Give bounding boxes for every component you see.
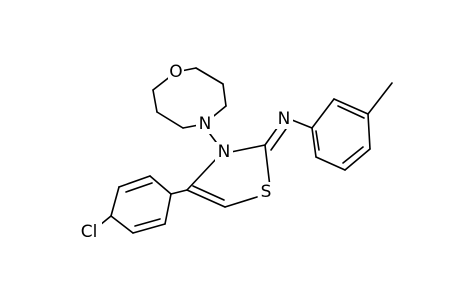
bond [224, 196, 258, 208]
bond [270, 128, 287, 151]
bond [230, 144, 266, 153]
bond [110, 186, 120, 217]
bond [186, 157, 218, 191]
thiazoline-ring [186, 144, 271, 208]
bond [315, 130, 320, 151]
tolyl-ring [311, 98, 371, 171]
bond [156, 111, 184, 129]
bond [342, 146, 364, 164]
oxygen-label: O [169, 62, 182, 82]
bond [186, 189, 226, 208]
bond [118, 175, 151, 188]
bond [134, 218, 161, 227]
bond [367, 113, 371, 150]
bond [367, 82, 393, 115]
bond [291, 119, 313, 129]
bond [311, 127, 317, 158]
bond [222, 83, 227, 107]
bond [344, 148, 371, 171]
sulfur-label: S [261, 182, 272, 202]
bond [315, 156, 346, 171]
morpholine-nitrogen-label: N [199, 114, 212, 134]
bond [132, 223, 166, 234]
bond [195, 67, 224, 85]
imine-nitrogen-label: N [278, 109, 291, 129]
bond [152, 89, 158, 113]
chlorophenyl-ring [110, 175, 172, 234]
bond [337, 105, 365, 119]
bond [264, 144, 271, 188]
chlorine-label: Cl [81, 222, 98, 242]
bond [125, 182, 153, 193]
bond [333, 98, 369, 115]
morpholine-ring [152, 67, 227, 129]
atom-labels: O N N S N Cl [76, 62, 293, 242]
bond [311, 98, 335, 129]
bond [192, 185, 225, 201]
bond [149, 175, 172, 195]
bond [110, 215, 134, 234]
bond [170, 189, 188, 195]
bond [164, 193, 172, 225]
ring-nitrogen-label: N [218, 142, 231, 162]
